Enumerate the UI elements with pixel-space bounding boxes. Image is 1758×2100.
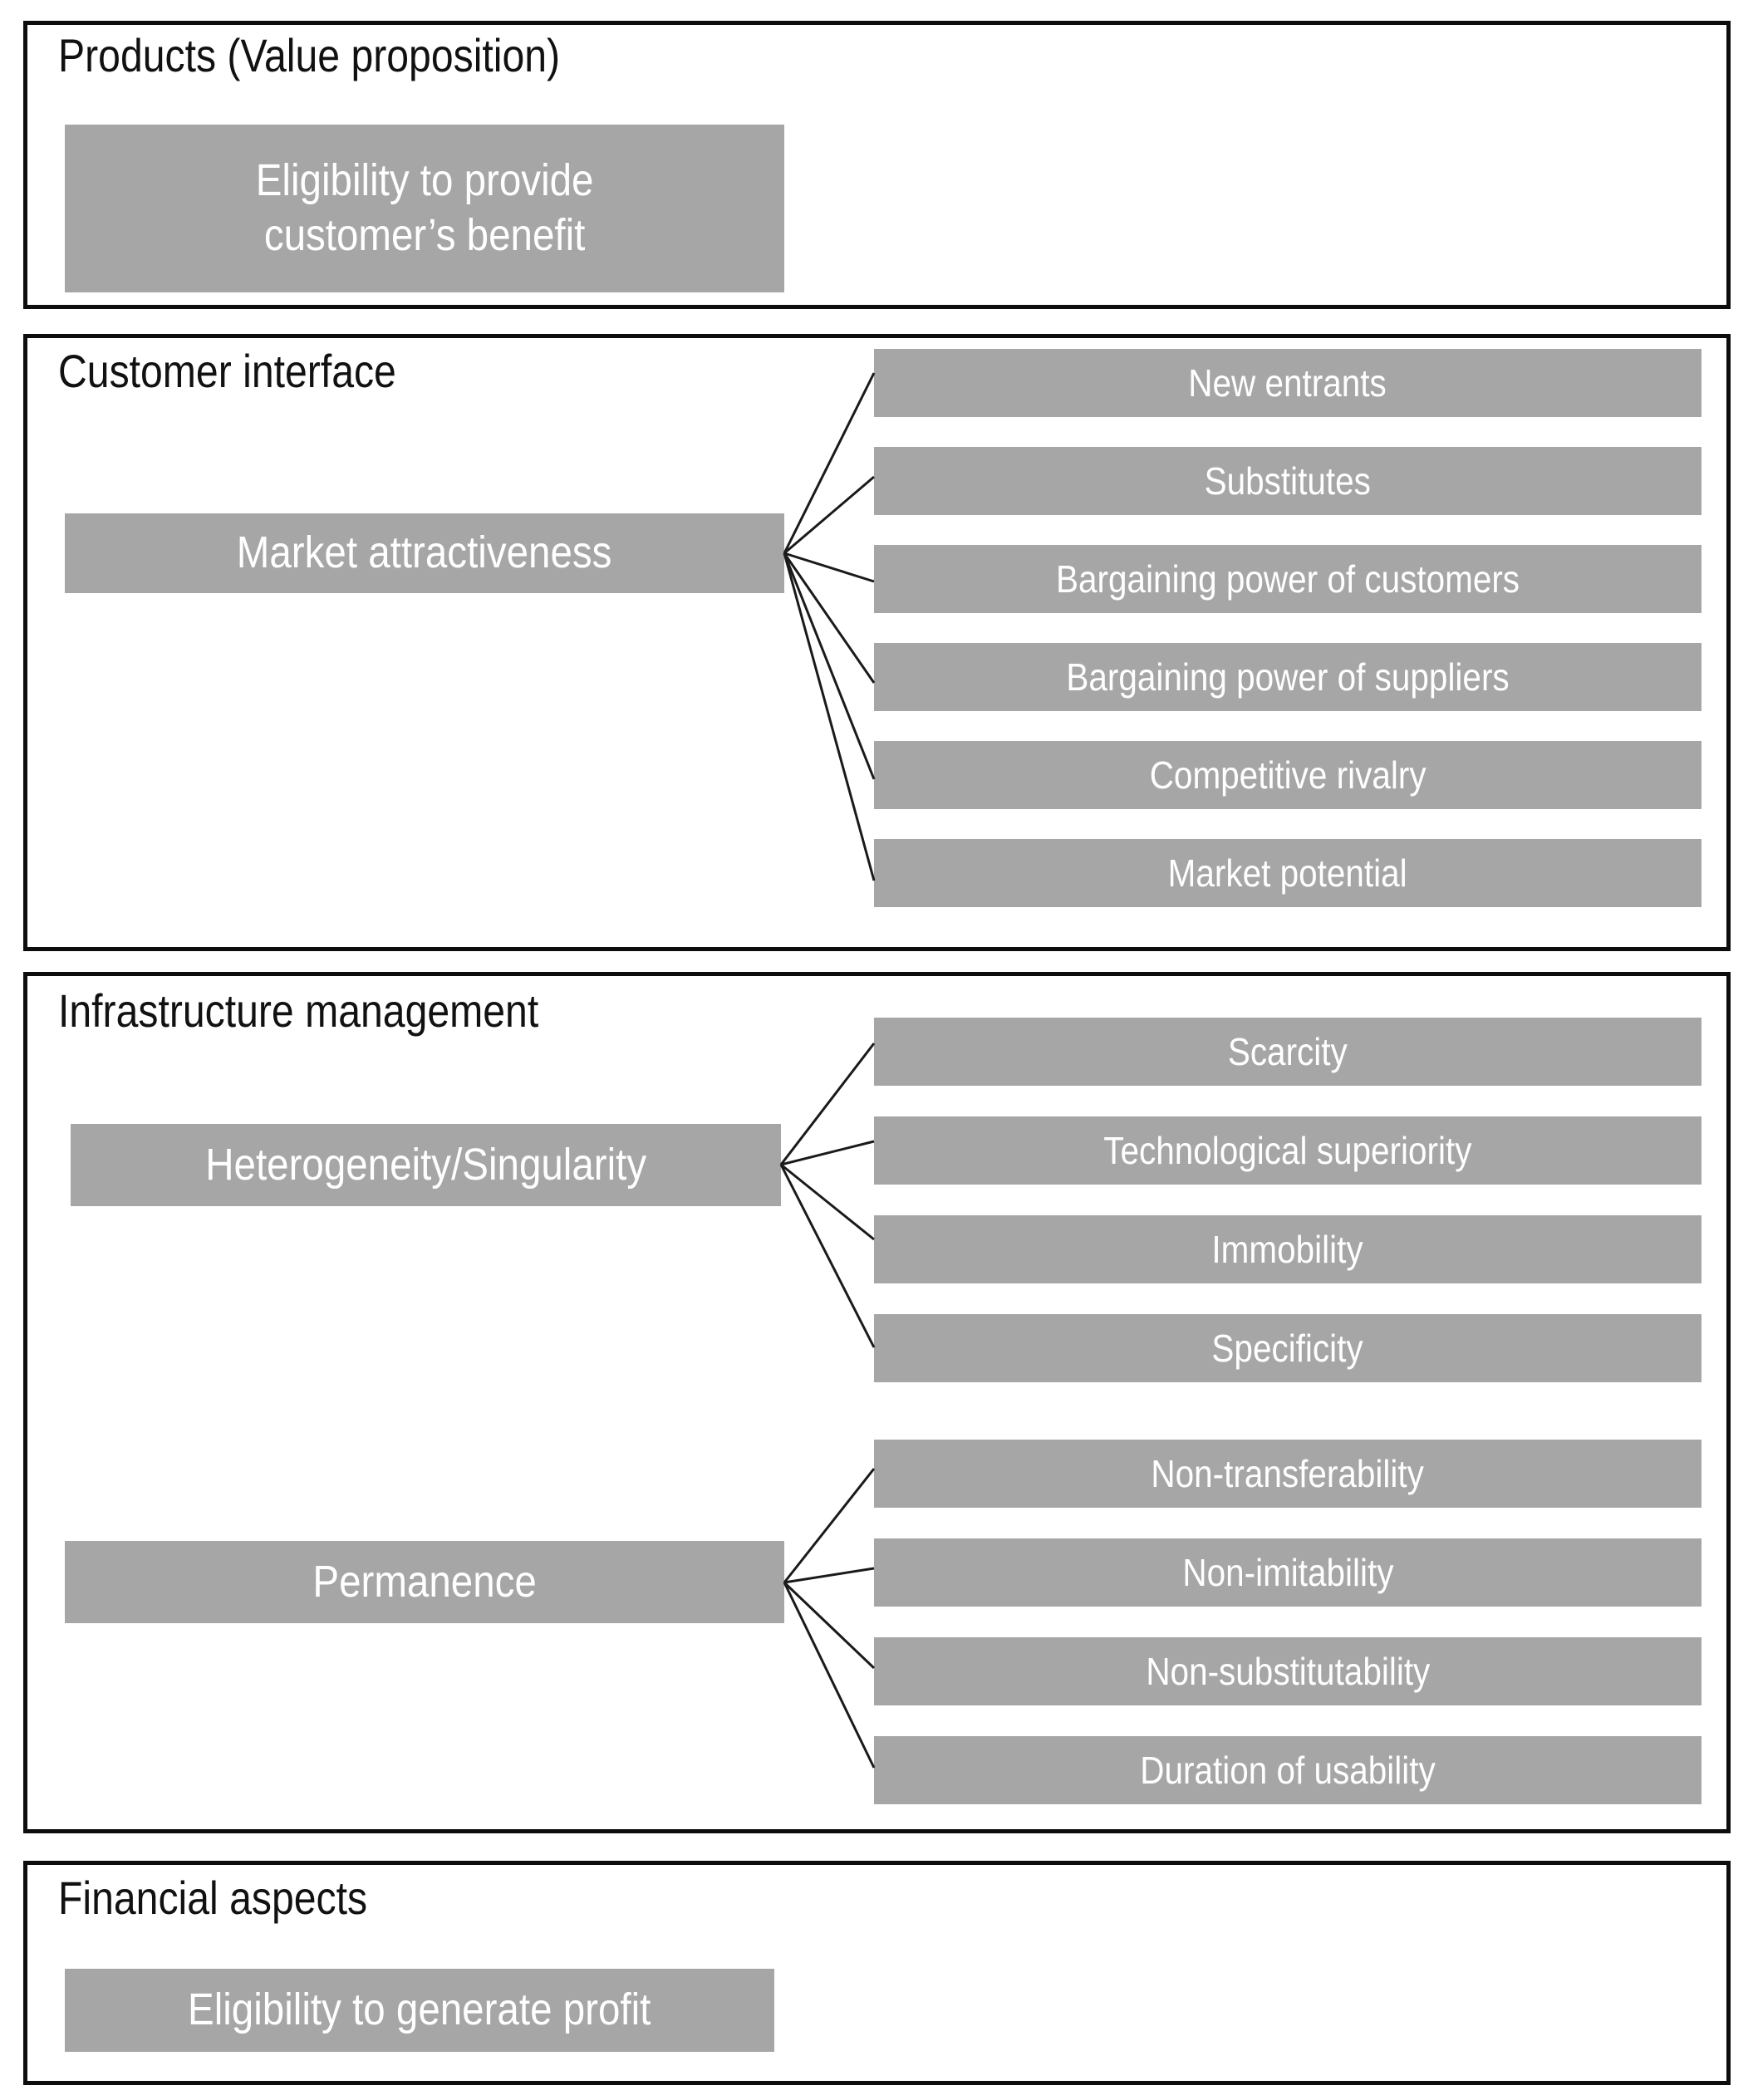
section-title-customer-interface: Customer interface — [58, 345, 396, 397]
box-non-imitability[interactable]: Non-imitability — [874, 1538, 1702, 1607]
box-permanence[interactable]: Permanence — [65, 1541, 784, 1623]
box-label: Duration of usability — [1140, 1748, 1436, 1792]
box-label: New entrants — [1188, 361, 1387, 405]
box-competitive-rivalry[interactable]: Competitive rivalry — [874, 741, 1702, 809]
box-label: Bargaining power of suppliers — [1066, 655, 1510, 699]
box-label: Specificity — [1211, 1326, 1364, 1370]
box-label: Competitive rivalry — [1149, 753, 1427, 797]
box-market-attractiveness[interactable]: Market attractiveness — [65, 513, 784, 593]
box-label: Permanence — [312, 1556, 537, 1607]
box-eligibility-to-provide-customer-benefit[interactable]: Eligibility to provide customer’s benefi… — [65, 125, 784, 292]
section-title-products: Products (Value proposition) — [58, 29, 561, 81]
box-immobility[interactable]: Immobility — [874, 1215, 1702, 1283]
box-bargaining-power-of-suppliers[interactable]: Bargaining power of suppliers — [874, 643, 1702, 711]
box-eligibility-to-generate-profit[interactable]: Eligibility to generate profit — [65, 1969, 774, 2052]
box-substitutes[interactable]: Substitutes — [874, 447, 1702, 515]
box-label: Market attractiveness — [237, 527, 612, 578]
box-bargaining-power-of-customers[interactable]: Bargaining power of customers — [874, 545, 1702, 613]
box-label: Technological superiority — [1103, 1128, 1472, 1172]
box-label: Market potential — [1167, 851, 1408, 895]
box-duration-of-usability[interactable]: Duration of usability — [874, 1736, 1702, 1804]
section-title-infrastructure-management: Infrastructure management — [58, 984, 539, 1037]
box-label: Substitutes — [1204, 459, 1372, 503]
box-label: Scarcity — [1228, 1029, 1348, 1073]
box-label: Non-transferability — [1151, 1451, 1425, 1495]
box-label: Non-imitability — [1181, 1550, 1394, 1594]
box-label: Non-substitutability — [1146, 1649, 1430, 1693]
box-new-entrants[interactable]: New entrants — [874, 349, 1702, 417]
box-label: Eligibility to provide customer’s benefi… — [255, 155, 594, 260]
box-specificity[interactable]: Specificity — [874, 1314, 1702, 1382]
box-heterogeneity-singularity[interactable]: Heterogeneity/Singularity — [71, 1124, 781, 1206]
box-label: Bargaining power of customers — [1055, 557, 1520, 601]
box-label: Heterogeneity/Singularity — [205, 1139, 646, 1190]
box-label: Eligibility to generate profit — [188, 1985, 651, 2035]
box-market-potential[interactable]: Market potential — [874, 839, 1702, 907]
box-non-transferability[interactable]: Non-transferability — [874, 1440, 1702, 1508]
box-scarcity[interactable]: Scarcity — [874, 1018, 1702, 1086]
box-non-substitutability[interactable]: Non-substitutability — [874, 1637, 1702, 1705]
box-technological-superiority[interactable]: Technological superiority — [874, 1116, 1702, 1185]
box-label: Immobility — [1211, 1227, 1364, 1271]
section-title-financial-aspects: Financial aspects — [58, 1872, 368, 1924]
